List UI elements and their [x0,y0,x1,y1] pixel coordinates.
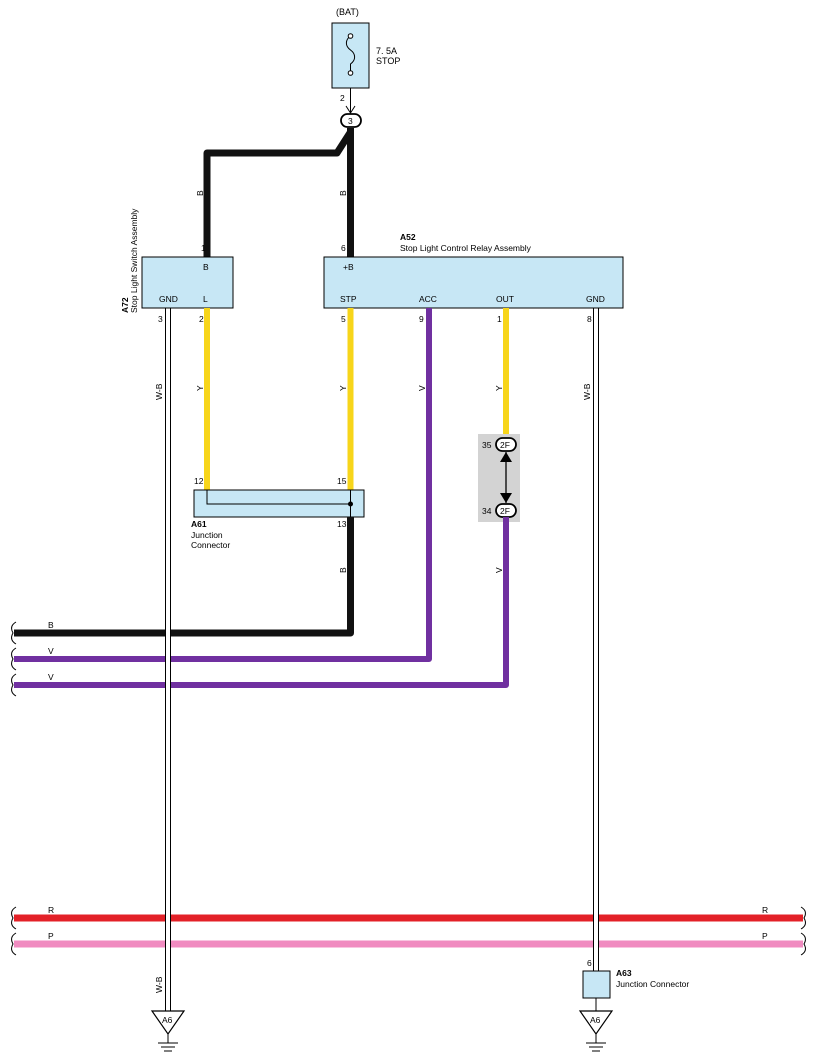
a61-name-line1: Junction [191,530,223,540]
wire-b-to-a72 [203,130,354,258]
fuse-stop [331,22,370,89]
break-brackets-left [11,621,17,956]
a52-pin-6: 6 [341,243,346,253]
wire-v-a52-acc [14,308,432,662]
wire-label-b-bottom: B [338,567,348,573]
a63-name: Junction Connector [616,979,689,989]
wire-label-y-1: Y [195,385,205,391]
junction-3: 3 [340,113,362,128]
connector-2f: 2F 2F [478,434,520,522]
a61-pin-13: 13 [337,519,347,529]
svg-text:2F: 2F [500,440,510,450]
fuse-pin-label: 2 [340,93,345,103]
a52-pin-9: 9 [419,314,424,324]
a52-pin-8: 8 [587,314,592,324]
wire-wb-a72-gnd [165,307,171,1012]
a52-pin-1: 1 [497,314,502,324]
a61-name-line2: Connector [191,540,230,550]
ground-a6-left: A6 [150,1010,186,1052]
svg-text:2F: 2F [500,506,510,516]
connector-2f-pin-35: 35 [482,440,492,450]
a63-pin-6: 6 [587,958,592,968]
a61-pin-15: 15 [337,476,347,486]
wire-label-wb-1: W-B [154,383,164,400]
a61-junction-connector [193,489,365,518]
wire-label-b-bus: B [48,620,54,630]
wire-label-v-1: V [417,385,427,391]
a52-code: A52 [400,232,416,242]
wire-v-2f-34 [14,517,509,688]
wire-label-wb-2: W-B [582,383,592,400]
svg-text:3: 3 [348,116,353,126]
svg-text:GND: GND [159,294,178,304]
connector-2f-pin-34: 34 [482,506,492,516]
wire-label-r-left: R [48,905,54,915]
wire-label-p-left: P [48,931,54,941]
fuse-name-label: STOP [376,56,400,66]
svg-text:+B: +B [343,262,354,272]
wire-label-b-a52: B [338,190,348,196]
a52-name: Stop Light Control Relay Assembly [400,243,532,253]
svg-text:GND: GND [586,294,605,304]
a72-pin-2: 2 [199,314,204,324]
svg-text:L: L [203,294,208,304]
wire-label-b-a72: B [195,190,205,196]
a52-pin-5: 5 [341,314,346,324]
fuse-arrow [345,105,356,114]
a61-code: A61 [191,519,207,529]
svg-text:B: B [203,262,209,272]
a72-stop-light-switch: B GND L [141,256,234,309]
svg-text:ACC: ACC [419,294,437,304]
a52-stop-light-control-relay: +B STP ACC OUT GND [323,256,624,309]
svg-text:OUT: OUT [496,294,514,304]
wire-label-wb-3: W-B [154,976,164,993]
fuse-rating-label: 7. 5A [376,46,397,56]
wire-label-y-2: Y [338,385,348,391]
a61-pin-12: 12 [194,476,204,486]
a72-code: A72 [120,297,130,313]
fuse-source-label: (BAT) [336,7,359,17]
svg-text:A6: A6 [162,1015,173,1025]
wire-label-r-right: R [762,905,768,915]
a63-junction-connector [582,970,611,999]
ground-a6-right: A6 [578,1010,614,1052]
svg-text:STP: STP [340,294,357,304]
wire-label-v-2: V [494,567,504,573]
wire-b-a61-13 [14,517,354,637]
wire-label-v-bus-2: V [48,672,54,682]
wire-label-v-bus-1: V [48,646,54,656]
wire-wb-a52-gnd [593,307,599,972]
wire-label-y-3: Y [494,385,504,391]
a72-pin-1: 1 [201,243,206,253]
wire-label-p-right: P [762,931,768,941]
break-brackets-right [800,906,806,956]
a72-pin-3: 3 [158,314,163,324]
a72-name: Stop Light Switch Assembly [129,208,139,313]
a63-code: A63 [616,968,632,978]
svg-text:A6: A6 [590,1015,601,1025]
